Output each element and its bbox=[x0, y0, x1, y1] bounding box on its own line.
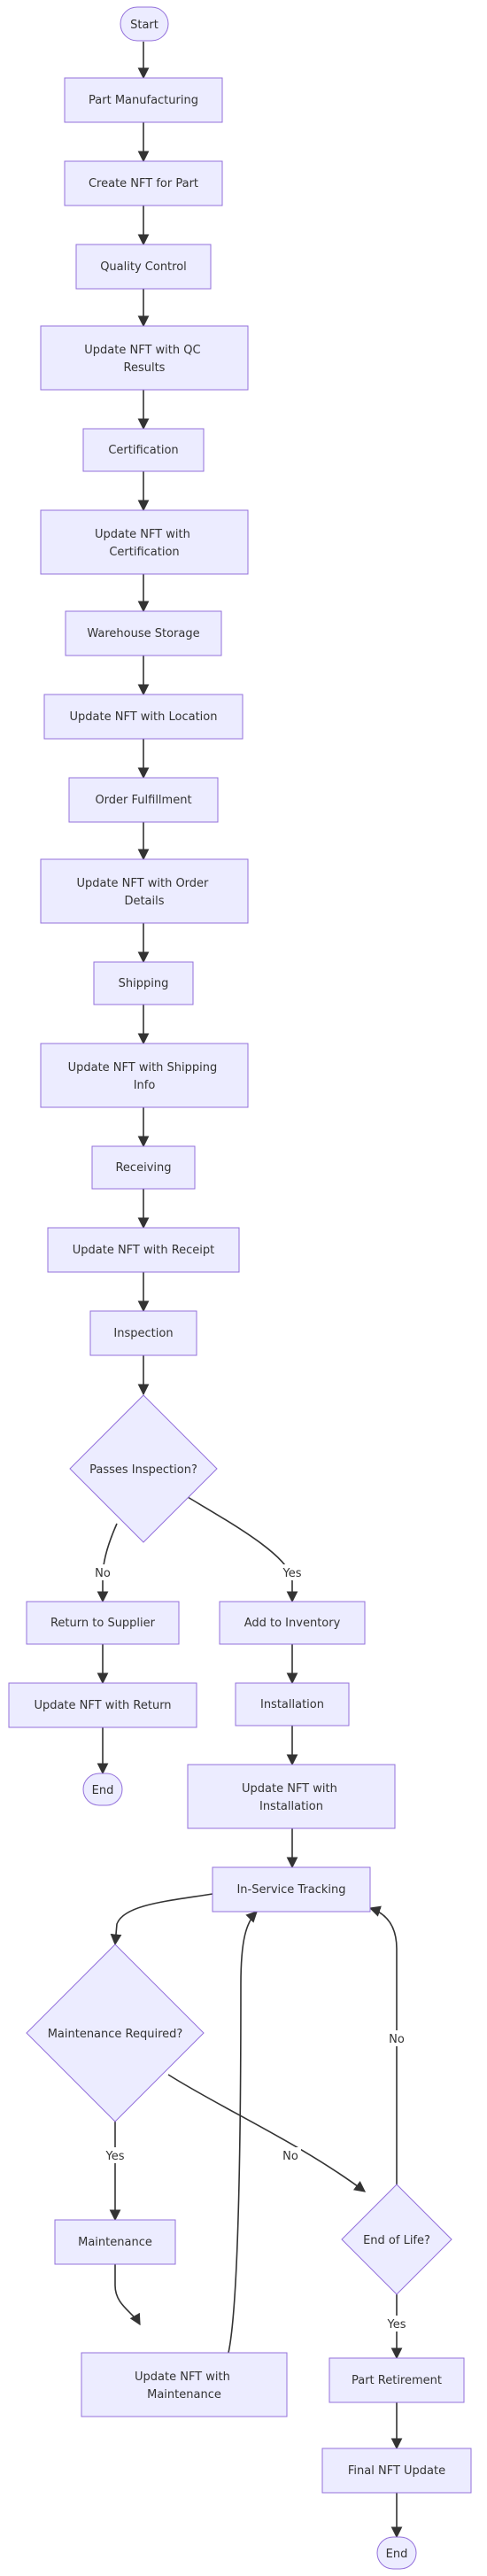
update-shipping-line-2: Info bbox=[134, 1079, 156, 1092]
svg-text:Maintenance Required?: Maintenance Required? bbox=[48, 2028, 183, 2041]
svg-text:In-Service Tracking: In-Service Tracking bbox=[236, 1883, 345, 1897]
svg-text:Passes Inspection?: Passes Inspection? bbox=[89, 1463, 197, 1477]
svg-text:No: No bbox=[282, 2150, 298, 2163]
svg-text:No: No bbox=[95, 1567, 111, 1580]
start-node: Start bbox=[120, 6, 169, 42]
svg-text:Certification: Certification bbox=[108, 444, 178, 457]
update-shipping-node: Update NFT with Shipping Info bbox=[40, 1043, 249, 1108]
shipping-node: Shipping bbox=[93, 961, 194, 1005]
edge-decision-no bbox=[97, 1523, 118, 1603]
maintenance-node: Maintenance bbox=[54, 2219, 176, 2265]
svg-text:Update NFT with Shipping: Update NFT with Shipping Info bbox=[68, 1061, 221, 1092]
update-order-node: Update NFT with Order Details bbox=[40, 858, 249, 924]
edge-maintenance-required-no bbox=[167, 2074, 367, 2192]
svg-text:Inspection: Inspection bbox=[113, 1327, 173, 1340]
svg-text:No: No bbox=[389, 2033, 405, 2046]
end-return-node: End bbox=[82, 1773, 123, 1806]
nodes: Start Part Manufacturing Create NFT for … bbox=[8, 6, 472, 2570]
receiving-node: Receiving bbox=[91, 1145, 196, 1190]
maintenance-required-decision: Maintenance Required? bbox=[26, 1944, 205, 2122]
edge-label-inspection-no: No bbox=[92, 1564, 113, 1580]
warehouse-storage-node: Warehouse Storage bbox=[65, 610, 222, 656]
update-installation-node: Update NFT with Installation bbox=[187, 1764, 396, 1829]
svg-text:Update NFT with Location: Update NFT with Location bbox=[70, 710, 218, 724]
update-maintenance-node: Update NFT with Maintenance bbox=[81, 2352, 288, 2417]
edge-label-maintenance-yes: Yes bbox=[101, 2147, 129, 2163]
update-installation-line-2: Installation bbox=[259, 1800, 323, 1813]
svg-text:Yes: Yes bbox=[387, 2318, 406, 2332]
svg-text:Update NFT with Instal: Update NFT with Installation bbox=[242, 1782, 341, 1813]
passes-inspection-decision: Passes Inspection? bbox=[69, 1394, 218, 1543]
svg-text:Start: Start bbox=[130, 19, 158, 32]
svg-text:Warehouse Storage: Warehouse Storage bbox=[87, 627, 199, 640]
edge-maintenance-to-update-maintenance bbox=[114, 2264, 141, 2326]
update-maintenance-line-2: Maintenance bbox=[147, 2388, 221, 2401]
update-installation-line-1: Update NFT with bbox=[242, 1782, 337, 1796]
svg-text:Receiving: Receiving bbox=[115, 1161, 171, 1175]
svg-text:Create NFT for Part: Create NFT for Part bbox=[89, 177, 198, 190]
update-shipping-line-1: Update NFT with Shipping bbox=[68, 1061, 218, 1075]
certification-node: Certification bbox=[82, 428, 205, 472]
update-order-line-2: Details bbox=[124, 895, 164, 908]
create-nft-node: Create NFT for Part bbox=[64, 160, 223, 206]
return-to-supplier-node: Return to Supplier bbox=[26, 1601, 180, 1645]
svg-text:Update NFT with QC Res: Update NFT with QC Results bbox=[84, 344, 204, 375]
svg-text:End: End bbox=[92, 1784, 114, 1797]
final-nft-update-node: Final NFT Update bbox=[321, 2448, 472, 2494]
in-service-tracking-node: In-Service Tracking bbox=[212, 1866, 371, 1913]
edge-decision-yes bbox=[187, 1496, 298, 1603]
update-receipt-node: Update NFT with Receipt bbox=[47, 1227, 240, 1273]
edge-labels: No Yes Yes No No Yes bbox=[92, 1564, 411, 2332]
end-final-node: End bbox=[376, 2536, 417, 2570]
svg-text:Order Fulfillment: Order Fulfillment bbox=[95, 794, 191, 807]
edges bbox=[97, 42, 403, 2539]
svg-text:Add to Inventory: Add to Inventory bbox=[244, 1617, 341, 1630]
update-location-node: Update NFT with Location bbox=[43, 694, 244, 740]
edge-label-eol-no: No bbox=[386, 2030, 407, 2046]
svg-text:Final NFT Update: Final NFT Update bbox=[348, 2464, 445, 2478]
edge-label-eol-yes: Yes bbox=[383, 2316, 411, 2332]
part-retirement-node: Part Retirement bbox=[329, 2357, 465, 2403]
svg-text:End: End bbox=[386, 2548, 408, 2561]
svg-text:Yes: Yes bbox=[105, 2150, 125, 2163]
svg-text:Part Retirement: Part Retirement bbox=[352, 2374, 442, 2387]
inspection-node: Inspection bbox=[89, 1310, 197, 1356]
update-return-node: Update NFT with Return bbox=[8, 1682, 197, 1728]
svg-text:End of Life?: End of Life? bbox=[363, 2234, 430, 2247]
svg-text:Installation: Installation bbox=[260, 1698, 324, 1711]
svg-text:Update NFT with Order: Update NFT with Order Details bbox=[76, 877, 212, 908]
svg-text:Return to Supplier: Return to Supplier bbox=[50, 1617, 156, 1630]
installation-node: Installation bbox=[235, 1682, 350, 1726]
svg-text:Yes: Yes bbox=[282, 1567, 302, 1580]
part-manufacturing-node: Part Manufacturing bbox=[64, 77, 223, 123]
svg-text:Update NFT with Mainte: Update NFT with Maintenance bbox=[135, 2370, 234, 2401]
edge-tracking-to-maintenance-decision bbox=[110, 1893, 213, 1946]
update-order-line-1: Update NFT with Order bbox=[76, 877, 209, 890]
edge-end-of-life-no bbox=[368, 1905, 398, 2184]
end-of-life-decision: End of Life? bbox=[341, 2184, 452, 2295]
update-qc-line-1: Update NFT with QC bbox=[84, 344, 200, 357]
svg-text:Update NFT with Receipt: Update NFT with Receipt bbox=[73, 1244, 215, 1257]
update-qc-line-2: Results bbox=[124, 361, 166, 375]
update-certification-node: Update NFT with Certification bbox=[40, 509, 249, 575]
edge-label-maintenance-no: No bbox=[280, 2147, 301, 2163]
svg-text:Shipping: Shipping bbox=[119, 977, 169, 990]
update-qc-node: Update NFT with QC Results bbox=[40, 325, 249, 391]
quality-control-node: Quality Control bbox=[75, 244, 212, 290]
svg-text:Quality Control: Quality Control bbox=[100, 260, 187, 274]
order-fulfillment-node: Order Fulfillment bbox=[68, 777, 219, 823]
svg-text:Maintenance: Maintenance bbox=[78, 2236, 152, 2249]
update-maintenance-line-1: Update NFT with bbox=[135, 2370, 230, 2384]
svg-text:Update NFT with Certif: Update NFT with Certification bbox=[95, 528, 194, 559]
edge-label-inspection-yes: Yes bbox=[278, 1564, 306, 1580]
update-cert-line-2: Certification bbox=[109, 546, 179, 559]
svg-text:Update NFT with Return: Update NFT with Return bbox=[34, 1699, 171, 1712]
update-cert-line-1: Update NFT with bbox=[95, 528, 190, 541]
edge-update-maintenance-to-tracking bbox=[228, 1911, 258, 2354]
add-to-inventory-node: Add to Inventory bbox=[219, 1601, 366, 1645]
svg-text:Part Manufacturing: Part Manufacturing bbox=[89, 94, 198, 107]
